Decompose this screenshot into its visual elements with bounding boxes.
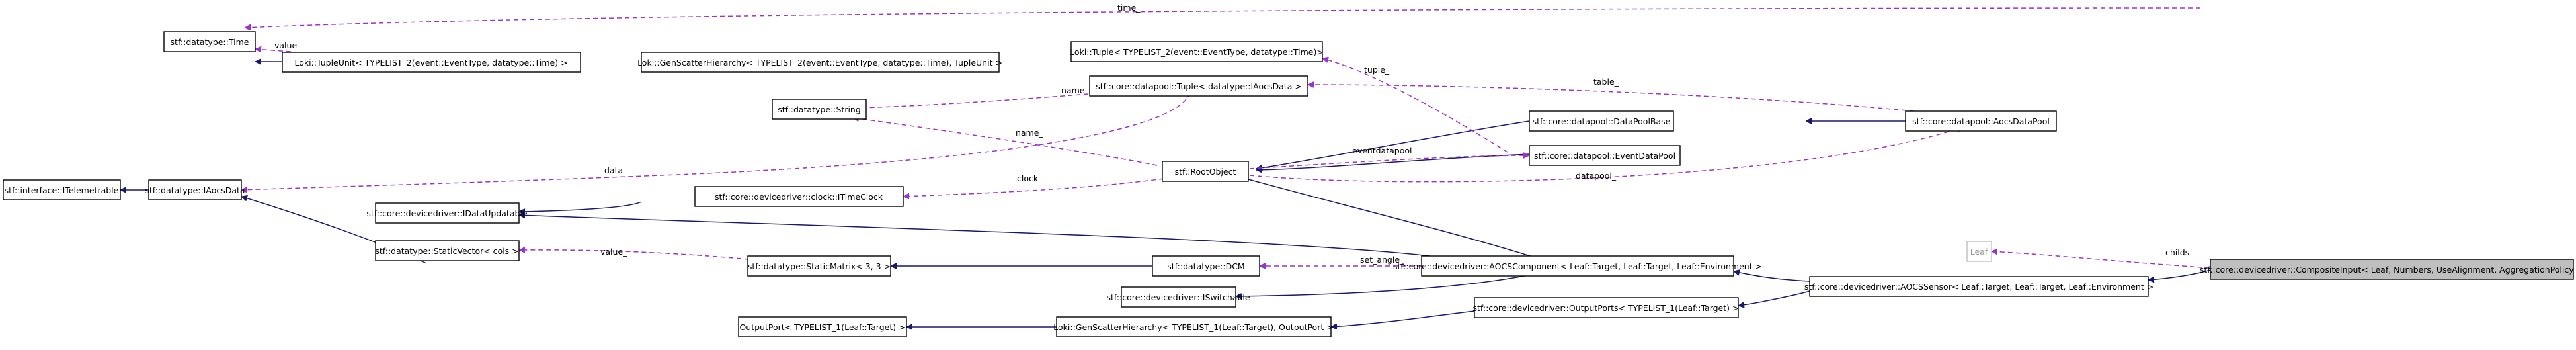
node-genscatter-op[interactable]: Loki::GenScatterHierarchy< TYPELIST_1(Le… (1053, 316, 1334, 337)
edge-label-eventdatapool: eventdatapool_ (1352, 146, 1416, 155)
svg-text:Leaf: Leaf (1970, 247, 1988, 257)
edge-data (241, 92, 1191, 190)
node-loki-tuple[interactable]: Loki::Tuple< TYPELIST_2(event::EventType… (1070, 41, 1324, 62)
svg-text:stf::core::devicedriver::ISwit: stf::core::devicedriver::ISwitchable (1106, 292, 1250, 302)
edge-dpbase-rootobject (1256, 120, 1530, 169)
node-string[interactable]: stf::datatype::String (772, 99, 867, 120)
svg-text:stf::interface::ITelemetrable: stf::interface::ITelemetrable (5, 185, 119, 195)
edge-labels: time_ value_ tuple_ table_ name_ name_ d… (274, 3, 2194, 265)
edge-label-name1: name_ (1061, 85, 1089, 95)
node-iswitchable[interactable]: stf::core::devicedriver::ISwitchable (1106, 286, 1250, 308)
svg-text:stf::core::devicedriver::AOCSS: stf::core::devicedriver::AOCSSensor< Lea… (1804, 282, 2153, 292)
node-rootobject[interactable]: stf::RootObject (1162, 161, 1249, 182)
svg-text:stf::core::devicedriver::clock: stf::core::devicedriver::clock::ITimeClo… (715, 192, 883, 202)
svg-text:stf::datatype::Time: stf::datatype::Time (171, 37, 249, 47)
node-idataupdatable[interactable]: stf::core::devicedriver::IDataUpdatable (366, 202, 528, 224)
edge-label-tuple: tuple_ (1364, 65, 1390, 75)
edge-label-name2: name_ (1016, 128, 1043, 138)
edge-aocscomp-rootobject (1230, 174, 1541, 260)
svg-text:stf::datatype::IAocsData: stf::datatype::IAocsData (145, 185, 245, 195)
svg-text:stf::datatype::StaticMatrix< 3: stf::datatype::StaticMatrix< 3, 3 > (748, 261, 891, 271)
svg-text:Loki::TupleUnit< TYPELIST_2(ev: Loki::TupleUnit< TYPELIST_2(event::Event… (294, 58, 567, 67)
node-aocssensor[interactable]: stf::core::devicedriver::AOCSSensor< Lea… (1804, 276, 2153, 297)
node-staticvector[interactable]: stf::datatype::StaticVector< cols > (375, 240, 520, 261)
edge-outputports-genscatter (1331, 310, 1475, 327)
node-tupleunit[interactable]: Loki::TupleUnit< TYPELIST_2(event::Event… (282, 52, 581, 73)
edge-label-childs: childs_ (2165, 247, 2194, 257)
edge-aocscomp-iswitchable (1236, 272, 1541, 296)
node-outputports[interactable]: stf::core::devicedriver::OutputPorts< TY… (1473, 297, 1740, 318)
svg-text:stf::core::devicedriver::Compo: stf::core::devicedriver::CompositeInput<… (2200, 265, 2576, 275)
edge-clock (903, 178, 1164, 197)
edge-eventdp-rootobject (1256, 153, 1530, 170)
svg-text:stf::core::datapool::EventData: stf::core::datapool::EventDataPool (1534, 151, 1675, 161)
edges (120, 7, 2211, 327)
edge-aocssensor-outputports (1738, 290, 1810, 306)
svg-text:stf::datatype::DCM: stf::datatype::DCM (1167, 261, 1244, 271)
edge-time-time (245, 7, 2201, 28)
node-aocscomponent[interactable]: stf::core::devicedriver::AOCSComponent< … (1393, 255, 1762, 277)
svg-text:stf::datatype::String: stf::datatype::String (778, 105, 861, 114)
edge-aocssensor-aocscomp (1734, 271, 1810, 282)
svg-text:Loki::GenScatterHierarchy< TYP: Loki::GenScatterHierarchy< TYPELIST_2(ev… (637, 58, 1002, 67)
edge-time-value (255, 49, 292, 52)
node-iaocsdata[interactable]: stf::datatype::IAocsData (145, 179, 245, 200)
edge-itimeclock-idataupdatable (519, 201, 642, 212)
edge-childs (1992, 251, 2211, 269)
node-compositeinput[interactable]: stf::core::devicedriver::CompositeInput<… (2200, 259, 2576, 280)
svg-text:OutputPort< TYPELIST_1(Leaf::T: OutputPort< TYPELIST_1(Leaf::Target) > (739, 322, 905, 332)
svg-text:stf::RootObject: stf::RootObject (1175, 167, 1236, 177)
svg-text:stf::core::devicedriver::Outpu: stf::core::devicedriver::OutputPorts< TY… (1473, 303, 1740, 313)
node-itelemetrable[interactable]: stf::interface::ITelemetrable (3, 179, 121, 200)
svg-text:stf::core::datapool::DataPoolB: stf::core::datapool::DataPoolBase (1533, 116, 1671, 126)
svg-text:stf::core::datapool::AocsDataP: stf::core::datapool::AocsDataPool (1912, 116, 2050, 126)
node-genscatter-tuple[interactable]: Loki::GenScatterHierarchy< TYPELIST_2(ev… (637, 52, 1002, 73)
node-staticmatrix[interactable]: stf::datatype::StaticMatrix< 3, 3 > (747, 255, 891, 277)
svg-text:stf::core::devicedriver::AOCSC: stf::core::devicedriver::AOCSComponent< … (1393, 261, 1762, 271)
node-dcm[interactable]: stf::datatype::DCM (1152, 255, 1260, 277)
edge-label-time: time_ (1117, 3, 1141, 13)
edge-label-table: table_ (1593, 77, 1619, 87)
edge-datapool (1249, 127, 1964, 183)
edge-aocscomp-idataupdatable (519, 215, 1455, 260)
svg-text:stf::core::datapool::Tuple< da: stf::core::datapool::Tuple< datatype::IA… (1096, 81, 1302, 91)
node-aocs-dp[interactable]: stf::core::datapool::AocsDataPool (1905, 110, 2057, 132)
edge-tuple-loki (1322, 58, 1508, 153)
edge-label-clock: clock_ (1017, 173, 1043, 183)
node-dp-base[interactable]: stf::core::datapool::DataPoolBase (1529, 110, 1674, 132)
edge-composite-aocssensor (2148, 269, 2211, 280)
edge-label-data: data_ (604, 165, 627, 175)
svg-text:Loki::Tuple< TYPELIST_2(event:: Loki::Tuple< TYPELIST_2(event::EventType… (1070, 47, 1324, 57)
edge-table (1308, 85, 1915, 112)
edge-value-vec (519, 250, 750, 260)
edge-eventdatapool (1249, 155, 1529, 169)
node-leaf[interactable]: Leaf (1966, 241, 1992, 262)
node-outputport[interactable]: OutputPort< TYPELIST_1(Leaf::Target) > (738, 316, 907, 337)
edge-name-rootobject (853, 118, 1158, 166)
node-event-dp[interactable]: stf::core::datapool::EventDataPool (1529, 145, 1681, 166)
edge-label-value-vec: value_ (600, 247, 627, 257)
edge-label-set-angle: set_angle_ (1360, 255, 1404, 265)
edge-name-string (860, 92, 1105, 108)
svg-text:stf::core::devicedriver::IData: stf::core::devicedriver::IDataUpdatable (366, 208, 528, 218)
edge-label-value-time: value_ (274, 40, 302, 50)
svg-text:stf::datatype::StaticVector< c: stf::datatype::StaticVector< cols > (375, 246, 518, 256)
node-time[interactable]: stf::datatype::Time (163, 31, 256, 52)
svg-text:Loki::GenScatterHierarchy< TYP: Loki::GenScatterHierarchy< TYPELIST_1(Le… (1053, 322, 1333, 332)
node-itimeclock[interactable]: stf::core::devicedriver::clock::ITimeClo… (694, 186, 904, 207)
edge-label-datapool: datapool_ (1576, 171, 1617, 181)
node-dp-tuple[interactable]: stf::core::datapool::Tuple< datatype::IA… (1089, 75, 1308, 97)
